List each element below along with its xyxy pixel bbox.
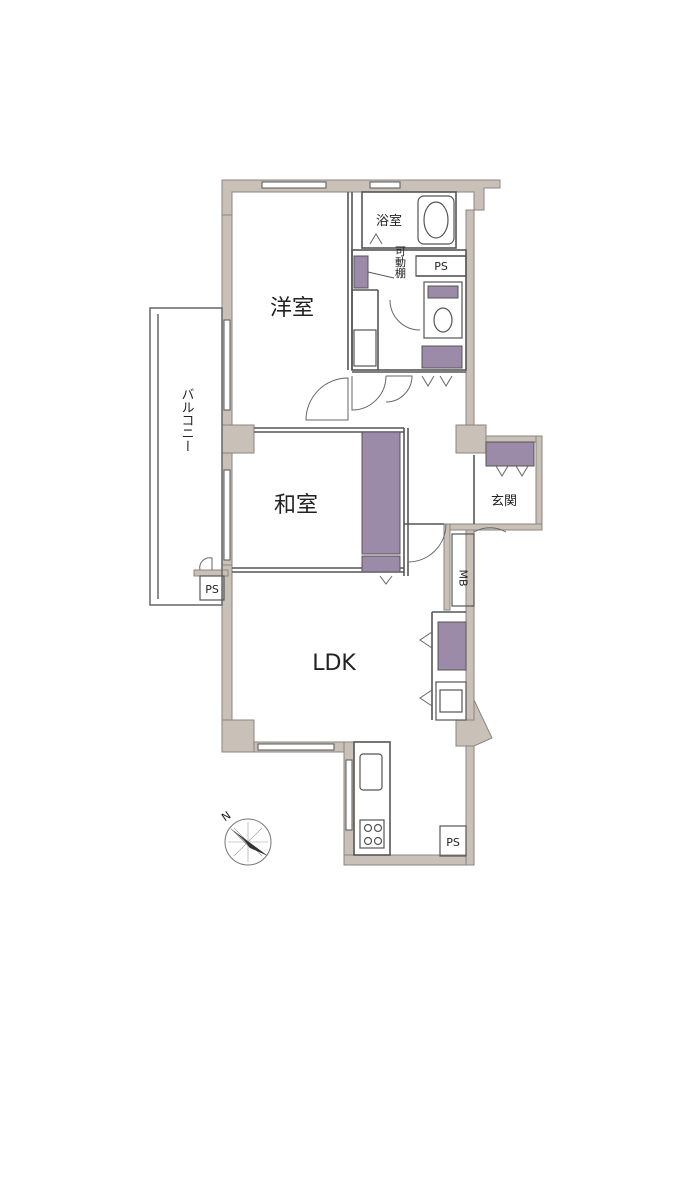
fixtures (199, 195, 475, 857)
ps-label-balcony: PS (205, 583, 219, 596)
ps-label-kitchen: PS (446, 836, 460, 849)
room-label-ldk: LDK (312, 651, 356, 676)
storage-areas (353, 255, 535, 671)
movable-shelf-leader (367, 271, 395, 279)
room-label-bathroom: 浴室 (376, 213, 402, 229)
ps-label-bath: PS (434, 260, 448, 273)
room-label-entrance: 玄関 (491, 494, 517, 509)
windows (223, 181, 401, 831)
movable-shelf-label: 可動棚 (394, 246, 407, 280)
room-label-western: 洋室 (270, 296, 314, 321)
room-label-japanese: 和室 (274, 493, 318, 518)
balcony-label: バルコニー (179, 388, 195, 453)
compass-icon (224, 818, 272, 866)
compass-north-label: N (219, 809, 233, 824)
doors (199, 233, 529, 707)
balcony (149, 307, 223, 606)
mb-label: MB (457, 569, 470, 586)
